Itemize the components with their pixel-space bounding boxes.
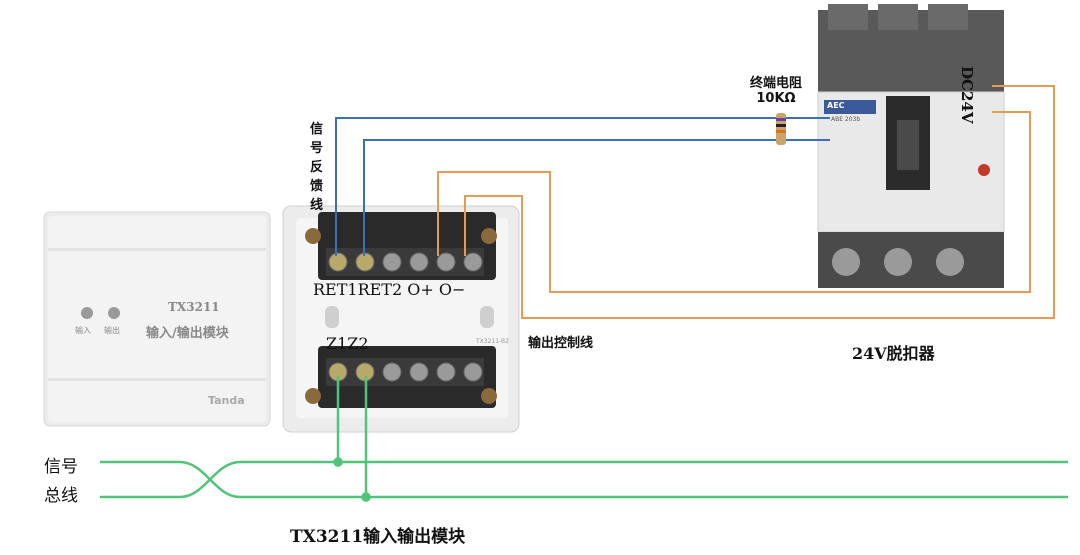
bus-total-label: 总线: [44, 486, 78, 506]
breaker-model-text: ABE 203b: [831, 116, 861, 123]
terminal-screw-icon[interactable]: [436, 362, 456, 382]
breaker-brand-text: AEC: [827, 101, 845, 110]
circuit-breaker: [817, 4, 1005, 288]
dc24v-label: DC24V: [958, 66, 976, 124]
feedback-char: 线: [310, 198, 324, 213]
resistor-label: 终端电阻 10KΩ: [750, 72, 802, 106]
resistor-icon: [776, 113, 786, 145]
feedback-line-label: 信 号 反 馈 线: [310, 120, 323, 215]
led-input-text: 输入: [75, 326, 91, 335]
control-line-label: 输出控制线: [528, 336, 594, 351]
feedback-char: 号: [310, 141, 324, 156]
brand-logo-text: Tanda: [208, 394, 245, 407]
caption: TX3211输入输出模块: [290, 527, 466, 547]
breaker-name-label: 24V脱扣器: [852, 344, 935, 363]
bus-wires: [100, 376, 1068, 502]
feedback-char: 信: [310, 122, 324, 137]
feedback-char: 反: [310, 160, 324, 175]
output-led-icon: [108, 307, 120, 319]
module-base: [282, 205, 520, 433]
control-wires: [437, 85, 1055, 319]
terminal-screw-icon[interactable]: [382, 252, 402, 272]
terminal-screw-icon[interactable]: [409, 252, 429, 272]
terminal-screw-icon[interactable]: [409, 362, 429, 382]
feedback-char: 馈: [310, 179, 324, 194]
terminal-screw-icon[interactable]: [463, 252, 483, 272]
terminal-screw-icon[interactable]: [436, 252, 456, 272]
module-front-panel: [43, 211, 271, 427]
bus-signal-label: 信号: [44, 457, 78, 477]
input-led-icon: [81, 307, 93, 319]
pcb-code-text: TX3211-B2: [476, 338, 509, 345]
resistor-value: 10KΩ: [756, 91, 796, 106]
terminal-screw-icon[interactable]: [328, 252, 348, 272]
module-model-text: TX3211: [168, 300, 220, 314]
terminal-screw-icon[interactable]: [382, 362, 402, 382]
top-terminal-labels: RET1RET2 O+ O−: [313, 280, 466, 299]
terminal-screw-icon[interactable]: [463, 362, 483, 382]
module-name-text: 输入/输出模块: [146, 326, 229, 341]
bottom-terminal-labels: Z1Z2: [326, 334, 369, 353]
feedback-wires: [335, 117, 830, 256]
led-output-text: 输出: [104, 326, 120, 335]
resistor-title: 终端电阻: [750, 76, 803, 91]
